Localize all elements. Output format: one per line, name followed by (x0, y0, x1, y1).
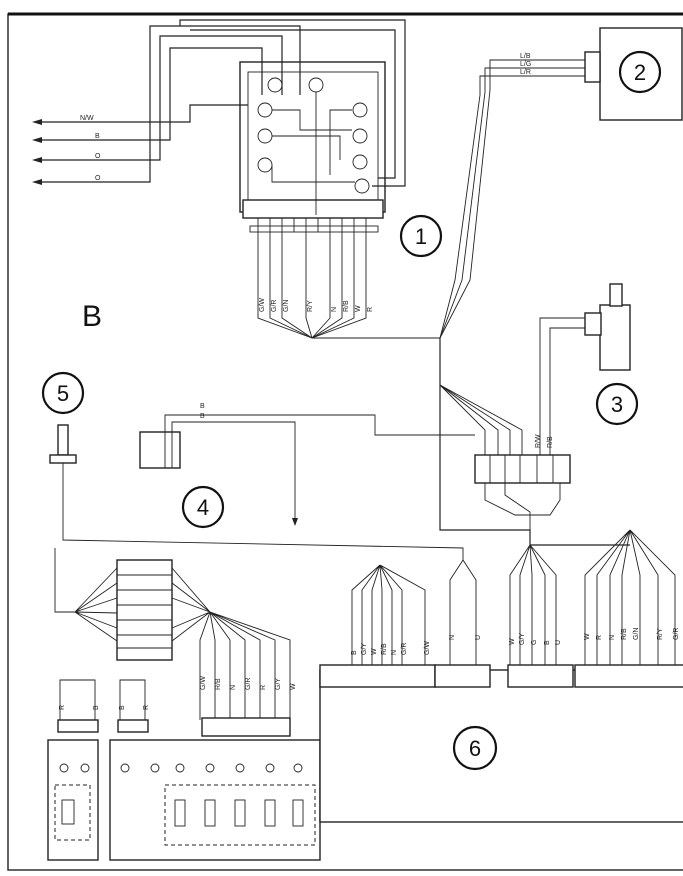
u1-wire-5: N (331, 307, 338, 312)
s4-wire-2: B (200, 413, 205, 420)
s2-wire-1: L/B (520, 53, 531, 60)
unit1-bottom-bundle (257, 232, 440, 339)
unit1-bottom-labels: G/W G/R G/N R/Y N R/B W R (259, 298, 374, 312)
ecu-group2-labels: N U (449, 635, 482, 640)
s3-wire-2: R/B (547, 436, 554, 448)
callout-6: 6 (452, 725, 498, 771)
callout-2: 2 (618, 50, 662, 94)
g1-wire-1: B (351, 650, 358, 655)
u1-wire-6: R/B (343, 300, 350, 312)
svg-text:6: 6 (469, 736, 481, 761)
mb-wire-4: G/R (245, 678, 252, 690)
s4-wire-1: B (200, 403, 205, 410)
ecu-6 (319, 529, 683, 823)
g3-wire-4: B (544, 640, 551, 645)
g3-wire-1: W (509, 638, 516, 645)
s2-wire-3: L/R (520, 69, 531, 76)
callout-4: 4 (181, 485, 225, 529)
svg-text:2: 2 (634, 60, 646, 85)
callout-5: 5 (41, 371, 85, 415)
svg-text:4: 4 (197, 495, 209, 520)
g1-wire-6: G/R (401, 643, 408, 655)
s3-wire-1: R/W (535, 434, 542, 448)
left-wire-label-2: B (95, 133, 100, 140)
lb-wire-1: R (59, 705, 66, 710)
s2-wire-2: L/G (520, 61, 531, 68)
left-wire-label-3: O (95, 153, 101, 160)
mb-wire-3: N (230, 685, 237, 690)
g1-wire-5: N (391, 650, 398, 655)
g1-wire-3: W (371, 648, 378, 655)
u1-wire-1: G/W (259, 298, 266, 312)
mb-wire-7: W (290, 683, 297, 690)
u1-wire-7: W (355, 305, 362, 312)
g4-wire-6: R/Y (657, 628, 664, 640)
u1-wire-2: G/R (271, 300, 278, 312)
left-harness (47, 548, 321, 861)
svg-text:3: 3 (611, 392, 623, 417)
g4-wire-7: G/R (673, 628, 680, 640)
left-wire-label-4: O (95, 175, 101, 182)
mb-wire-2: R/B (215, 678, 222, 690)
mb-wire-1: G/W (200, 676, 207, 690)
g1-wire-4: R/B (381, 643, 388, 655)
g3-wire-2: G/Y (519, 633, 526, 645)
g4-wire-2: R (596, 635, 603, 640)
ecu-group1-labels: B G/Y W R/B N G/R G/W (351, 641, 431, 655)
mid-block-labels: G/W R/B N G/R R G/Y W (200, 676, 297, 690)
connector-block-center (439, 384, 571, 530)
g4-wire-3: N (609, 635, 616, 640)
g1-wire-7: G/W (424, 641, 431, 655)
control-unit-1 (239, 61, 386, 233)
svg-text:1: 1 (415, 224, 427, 249)
ecu-group3-labels: W G/Y G B U (509, 633, 562, 645)
u1-wire-4: R/Y (307, 300, 314, 312)
lb-wire-3: B (119, 705, 126, 710)
g3-wire-3: G (531, 640, 538, 645)
lb-wire-4: R (143, 705, 150, 710)
g2-wire-1: N (449, 635, 456, 640)
unit1-top-wires (32, 19, 406, 187)
svg-text:5: 5 (57, 381, 69, 406)
u1-wire-3: G/N (283, 300, 290, 312)
mb-wire-6: G/Y (275, 678, 282, 690)
u1-wire-8: R (367, 307, 374, 312)
mb-wire-5: R (260, 685, 267, 690)
main-trunk (439, 338, 531, 545)
g4-wire-5: G/N (633, 628, 640, 640)
section-letter: B (82, 300, 102, 333)
g1-wire-2: G/Y (361, 643, 368, 655)
left-wire-label-1: N/W (80, 115, 94, 122)
ecu-group4-labels: W R N R/B G/N R/Y G/R (584, 628, 680, 640)
sensor-3 (539, 283, 631, 455)
g2-wire-2: U (475, 635, 482, 640)
lb-wire-2: B (93, 705, 100, 710)
sensor-5 (49, 424, 464, 560)
callout-3: 3 (595, 382, 639, 426)
callout-1: 1 (399, 214, 443, 258)
g4-wire-4: R/B (621, 628, 628, 640)
g3-wire-5: U (555, 640, 562, 645)
g4-wire-1: W (584, 633, 591, 640)
sensor-4 (139, 414, 475, 526)
